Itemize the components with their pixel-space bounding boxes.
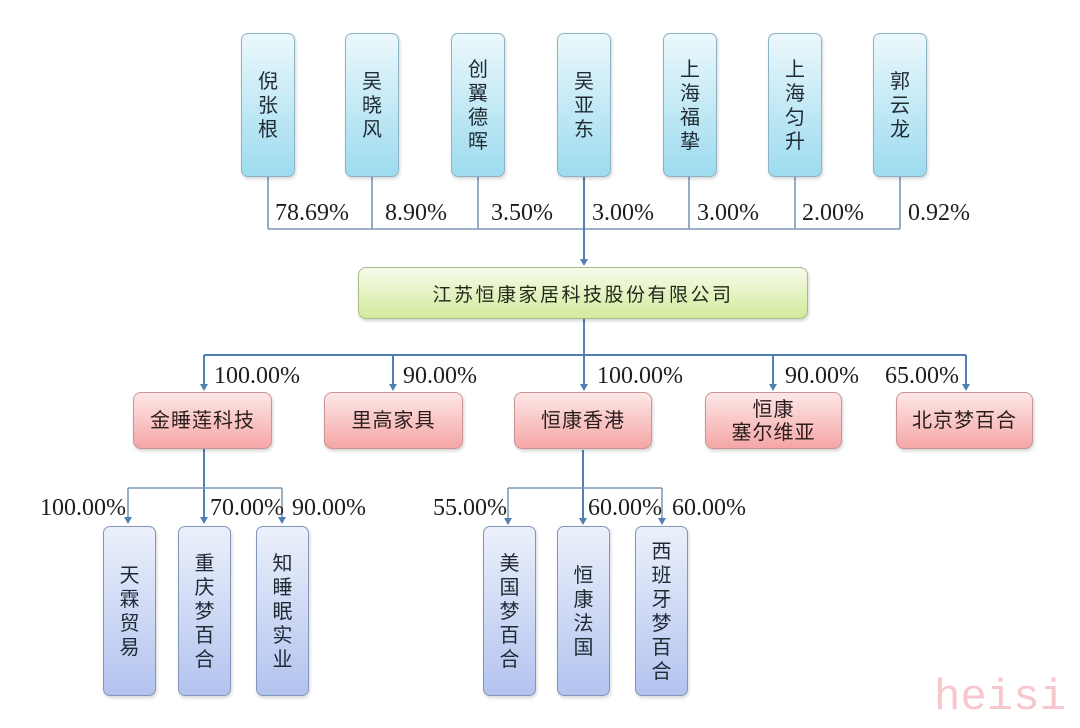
shareholding-percent: 3.00% — [697, 200, 759, 226]
second-tier-subsidiary-name: 美国梦百合 — [499, 551, 520, 671]
subsidiary-arrowheads — [200, 384, 970, 391]
subsidiary-box: 恒康香港 — [514, 392, 652, 449]
company-box: 江苏恒康家居科技股份有限公司 — [358, 267, 808, 319]
shareholding-percent: 100.00% — [40, 495, 126, 521]
second-tier-subsidiary-box: 天霖贸易 — [103, 526, 156, 696]
subsidiary-name: 恒康香港 — [541, 408, 625, 432]
second-tier-subsidiary-box: 西班牙梦百合 — [635, 526, 688, 696]
second-tier-subsidiary-name: 知睡眠实业 — [272, 551, 293, 671]
shareholding-percent: 65.00% — [885, 363, 959, 389]
shareholder-box: 上海匀升 — [768, 33, 822, 177]
arrowhead — [579, 518, 587, 525]
shareholder-box: 创翼德晖 — [451, 33, 505, 177]
shareholding-percent: 60.00% — [588, 495, 662, 521]
shareholding-percent: 90.00% — [785, 363, 859, 389]
company-name: 江苏恒康家居科技股份有限公司 — [432, 283, 734, 306]
subsidiary-box: 里高家具 — [324, 392, 463, 449]
arrowhead — [504, 518, 512, 525]
shareholder-name: 上海福挚 — [680, 57, 700, 153]
subsidiary-name: 里高家具 — [351, 408, 436, 432]
shareholding-percent: 70.00% — [210, 495, 284, 521]
arrowhead — [580, 384, 588, 391]
subsidiary-name: 北京梦百合 — [912, 408, 1017, 432]
second-tier-subsidiary-name: 天霖贸易 — [119, 563, 140, 659]
shareholding-percent: 3.00% — [592, 200, 654, 226]
shareholder-box: 倪张根 — [241, 33, 295, 177]
shareholding-percent: 55.00% — [433, 495, 507, 521]
shareholding-percent: 100.00% — [214, 363, 300, 389]
subsidiary-connectors — [203, 319, 967, 385]
arrowhead — [200, 384, 208, 391]
shareholding-percent: 8.90% — [385, 200, 447, 226]
second-tier-subsidiary-name: 西班牙梦百合 — [651, 539, 672, 683]
shareholding-percent: 0.92% — [908, 200, 970, 226]
watermark: heisi — [934, 673, 1067, 723]
arrowhead — [124, 517, 132, 524]
second-tier-subsidiary-box: 重庆梦百合 — [178, 526, 231, 696]
subsidiary-name: 金睡莲科技 — [150, 408, 255, 432]
shareholder-box: 郭云龙 — [873, 33, 927, 177]
shareholder-name: 倪张根 — [258, 69, 278, 141]
shareholder-box: 吴晓风 — [345, 33, 399, 177]
arrowhead — [962, 384, 970, 391]
shareholding-percent: 78.69% — [275, 200, 349, 226]
shareholder-box: 上海福挚 — [663, 33, 717, 177]
subsidiary-name: 恒康 塞尔维亚 — [731, 396, 816, 444]
shareholding-percent: 60.00% — [672, 495, 746, 521]
jinshuilian-connectors — [127, 448, 283, 518]
shareholding-percent: 100.00% — [597, 363, 683, 389]
arrowhead — [389, 384, 397, 391]
subsidiary-box: 金睡莲科技 — [133, 392, 272, 449]
arrowhead — [580, 259, 588, 266]
shareholder-box: 吴亚东 — [557, 33, 611, 177]
second-tier-subsidiary-box: 美国梦百合 — [483, 526, 536, 696]
second-tier-subsidiary-name: 重庆梦百合 — [194, 551, 215, 671]
shareholding-percent: 2.00% — [802, 200, 864, 226]
shareholder-name: 吴晓风 — [362, 69, 382, 141]
shareholder-name: 吴亚东 — [574, 69, 594, 141]
arrowhead — [769, 384, 777, 391]
shareholder-name: 郭云龙 — [890, 69, 910, 141]
hongkong-connectors — [507, 450, 663, 519]
arrowhead — [658, 518, 666, 525]
subsidiary-box: 恒康 塞尔维亚 — [705, 392, 842, 449]
arrowhead — [200, 517, 208, 524]
shareholding-percent: 90.00% — [403, 363, 477, 389]
second-tier-subsidiary-box: 知睡眠实业 — [256, 526, 309, 696]
shareholding-percent: 3.50% — [491, 200, 553, 226]
second-tier-subsidiary-name: 恒康法国 — [573, 563, 594, 659]
shareholder-name: 创翼德晖 — [468, 57, 488, 153]
second-tier-subsidiary-box: 恒康法国 — [557, 526, 610, 696]
arrowhead — [278, 517, 286, 524]
shareholder-name: 上海匀升 — [785, 57, 805, 153]
subsidiary-box: 北京梦百合 — [896, 392, 1033, 449]
shareholding-percent: 90.00% — [292, 495, 366, 521]
